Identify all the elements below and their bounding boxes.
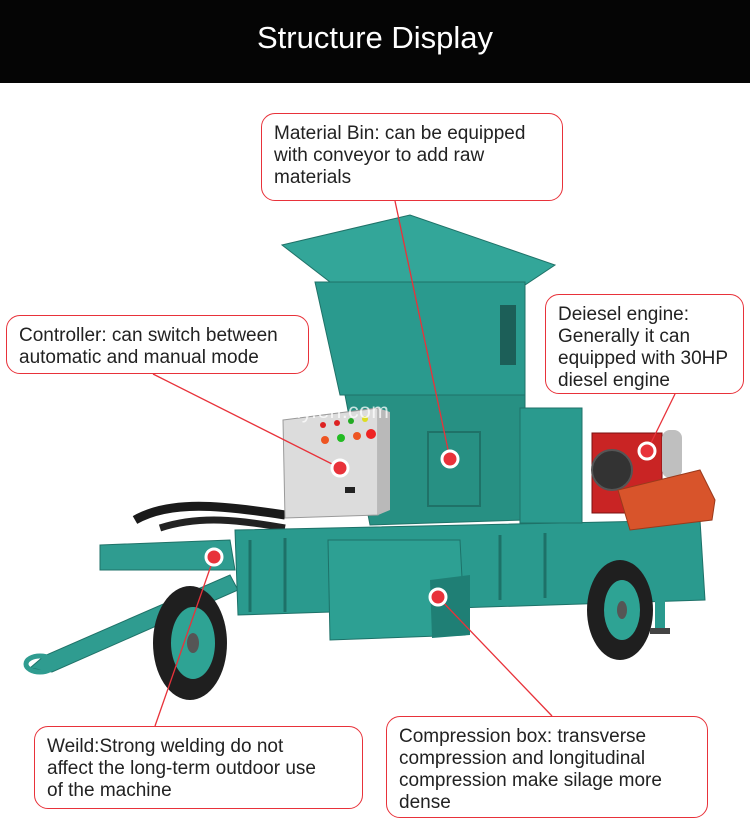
callout-line: affect the long-term outdoor use [47, 758, 316, 779]
callout-line: compression and longitudinal [399, 748, 646, 769]
callout-line: diesel engine [558, 370, 670, 391]
callout-engine: Deiesel engine: Generally it can equippe… [545, 294, 744, 394]
page-title: Structure Display [256, 20, 494, 55]
callout-compression-box: Compression box: transverse compression … [386, 716, 708, 818]
control-box [282, 407, 390, 519]
callout-line: of the machine [47, 780, 172, 801]
title-banner: Structure Display [0, 0, 750, 83]
front-wheel [153, 586, 227, 700]
callout-material-bin: Material Bin: can be equipped with conve… [261, 113, 563, 201]
callout-line: with conveyor to add raw [274, 145, 485, 166]
callout-line: Controller: can switch between [19, 325, 278, 346]
callout-line: Weild:Strong welding do not [47, 736, 284, 757]
pointer-lines [152, 200, 676, 727]
callout-line: automatic and manual mode [19, 347, 259, 368]
callout-line: equipped with 30HP [558, 348, 729, 369]
callout-line: dense [399, 792, 451, 813]
machine-photo [23, 200, 716, 727]
rear-wheel [587, 560, 653, 660]
callout-line: materials [274, 167, 352, 188]
callout-controller: Controller: can switch between automatic… [6, 315, 309, 374]
stand-leg [650, 580, 670, 634]
callout-line: compression make silage more [399, 770, 662, 791]
markers [204, 441, 657, 607]
callout-line: Material Bin: can be equipped [274, 123, 526, 144]
watermark: shuliy.en.com [256, 400, 390, 423]
callout-line: Generally it can [558, 326, 691, 347]
callout-line: Deiesel engine: [558, 304, 689, 325]
callout-weld: Weild:Strong welding do not affect the l… [34, 726, 363, 809]
callout-line: Compression box: transverse [399, 726, 647, 747]
